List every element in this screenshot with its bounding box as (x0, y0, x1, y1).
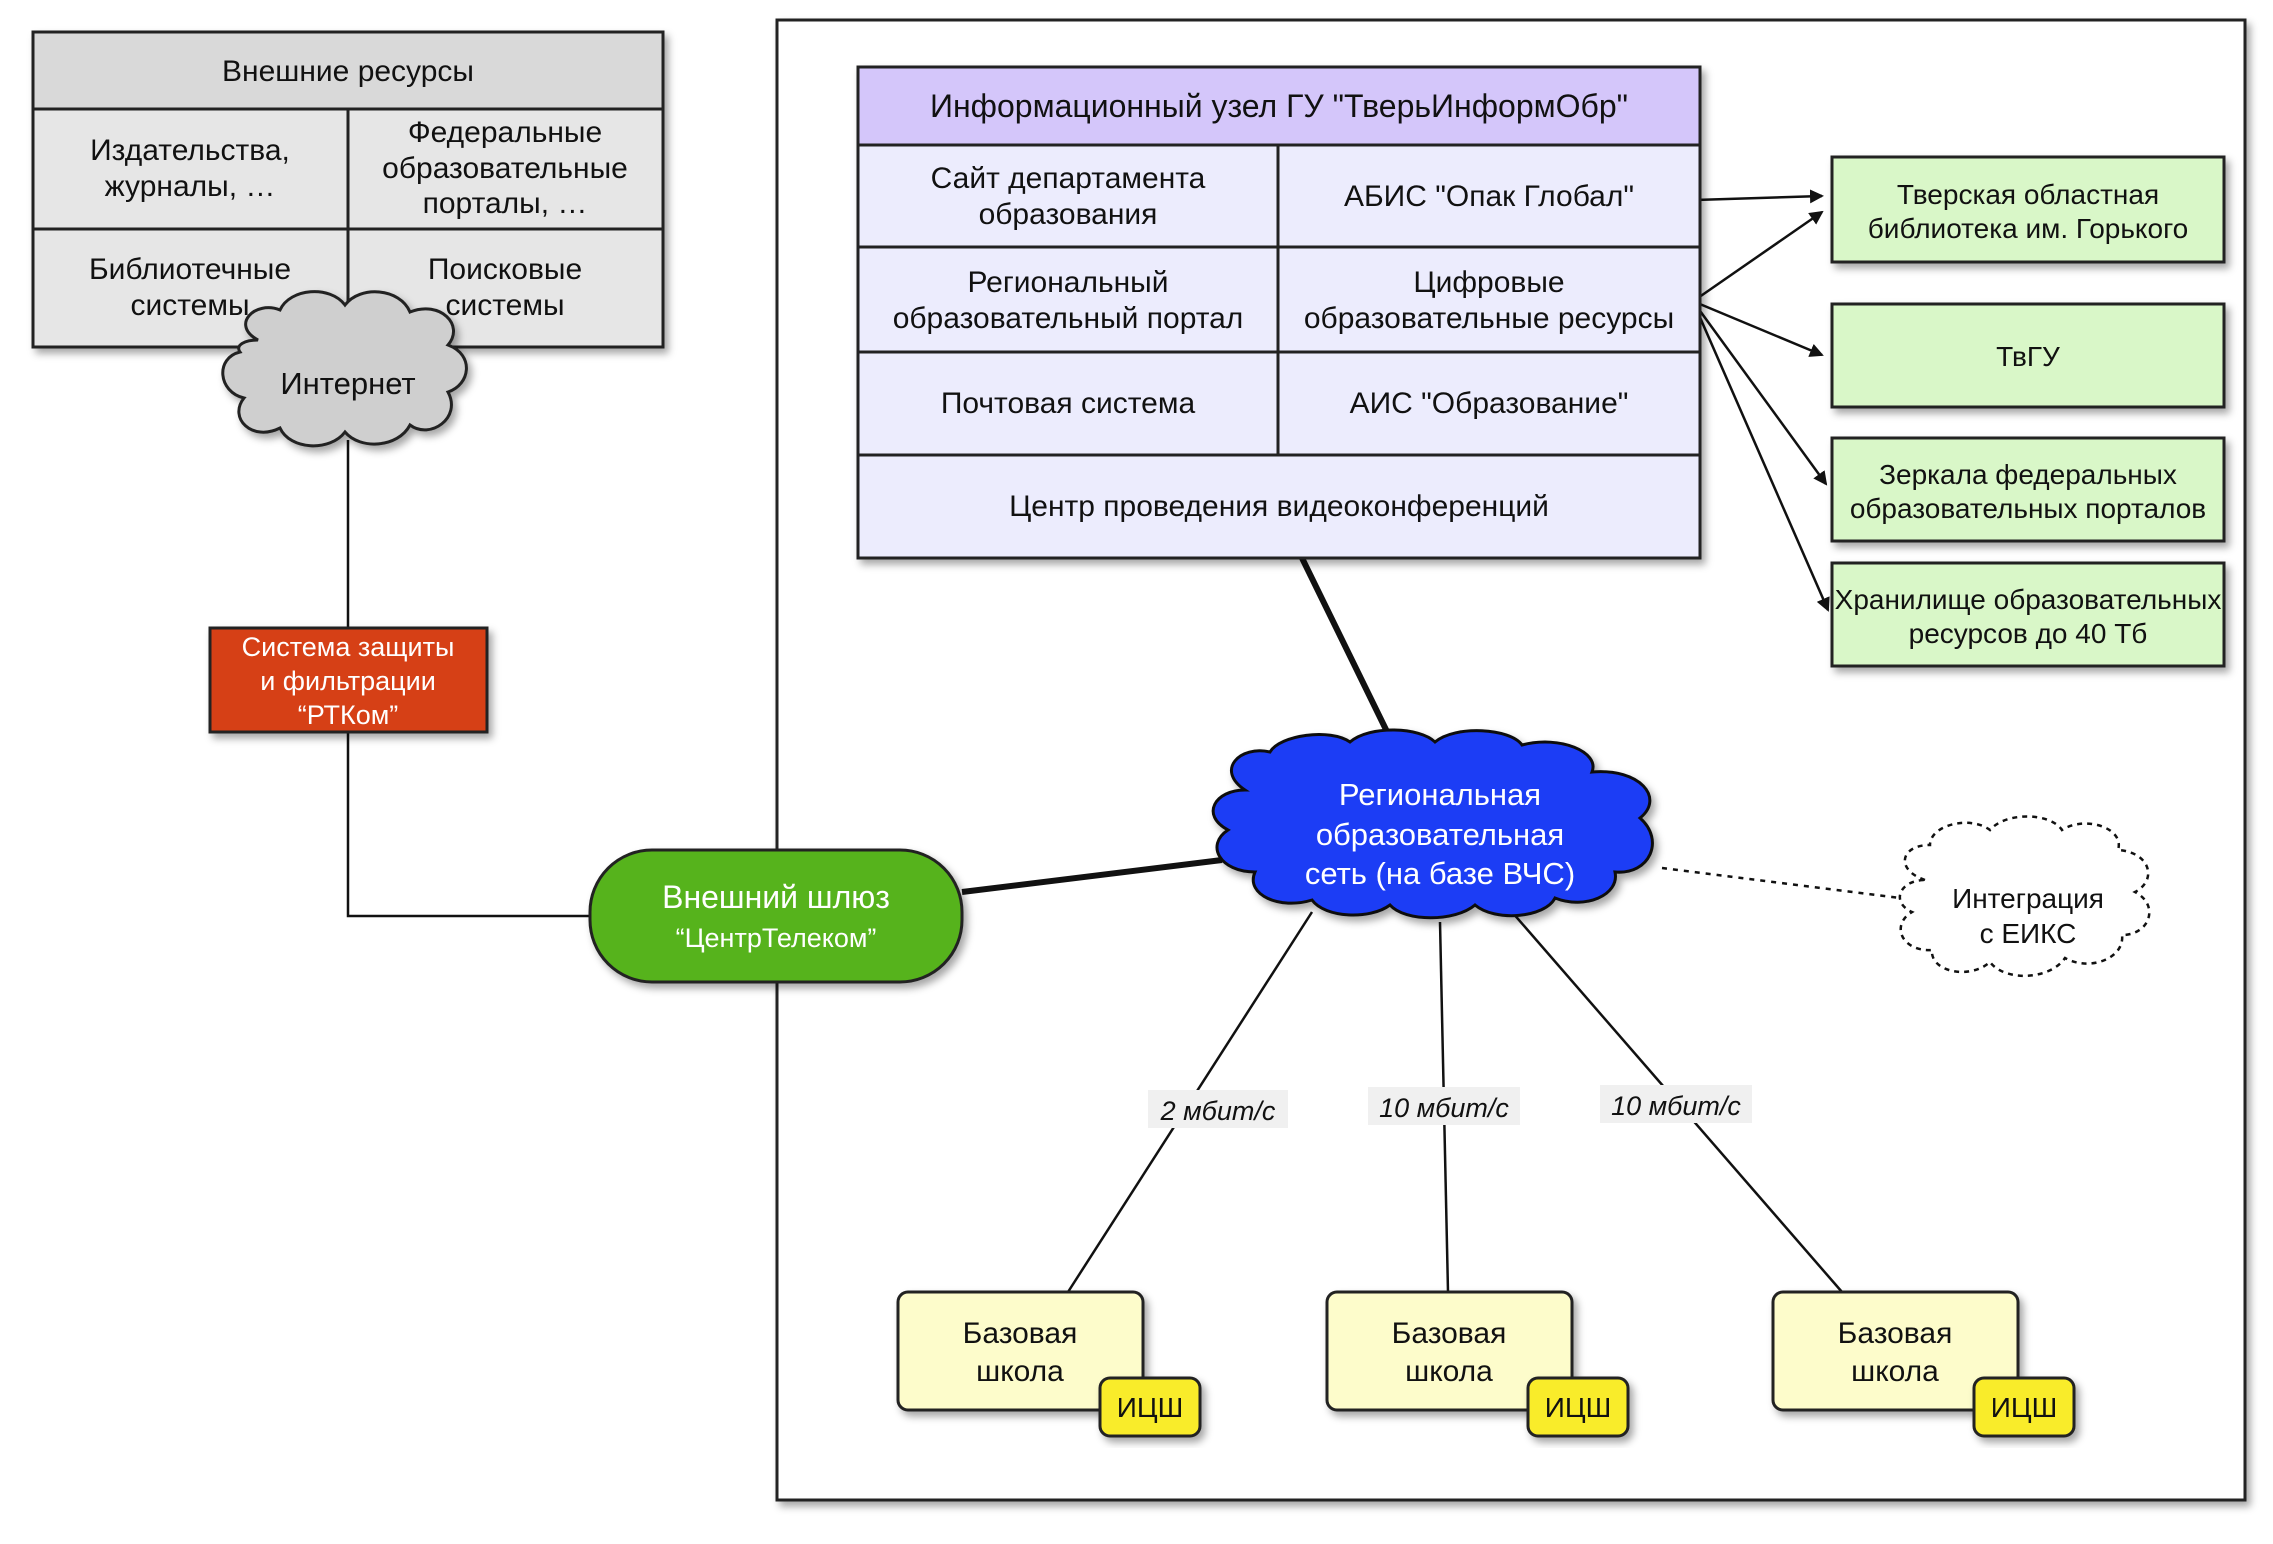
network-line-1: Региональная (1339, 777, 1541, 812)
eiks-line-1: Интеграция (1952, 883, 2104, 914)
federal-portals-line-2: образовательные (382, 152, 628, 185)
search-systems-line-2: системы (445, 289, 564, 322)
library-systems-line-2: системы (130, 289, 249, 322)
gateway-subtitle: “ЦентрТелеком” (676, 923, 877, 953)
information-node-title: Информационный узел ГУ "ТверьИнформОбр" (930, 88, 1628, 124)
network-line-3: сеть (на базе ВЧС) (1305, 856, 1575, 891)
information-node-table (856, 65, 1702, 560)
bandwidth-label-1: 2 мбит/с (1160, 1096, 1276, 1126)
firewall-line-2: и фильтрации (260, 666, 436, 696)
bandwidth-label-3-bg (1600, 1085, 1752, 1123)
school-3-line-1: Базовая (1838, 1317, 1953, 1350)
tvgu-label: ТвГУ (1996, 341, 2060, 372)
federal-portals-line-3: порталы, … (423, 187, 588, 220)
school-3-line-2: школа (1851, 1355, 1939, 1388)
school-1-badge: ИЦШ (1117, 1392, 1184, 1423)
target-boxes (1830, 155, 2226, 668)
gateway-to-network-line (961, 857, 1223, 895)
eiks-line-2: с ЕИКС (1980, 918, 2077, 949)
gateway-title: Внешний шлюз (662, 879, 890, 915)
regional-portal-line-2: образовательный портал (893, 302, 1244, 335)
network-line-2: образовательная (1316, 817, 1564, 852)
digital-to-library-arrow (1694, 210, 1824, 302)
school-2-badge: ИЦШ (1545, 1392, 1612, 1423)
federal-mirrors-line-2: образовательных порталов (1850, 493, 2206, 524)
regional-portal-line-1: Региональный (967, 266, 1168, 299)
bandwidth-label-2: 10 мбит/с (1379, 1093, 1509, 1123)
external-resources-title: Внешние ресурсы (222, 55, 474, 88)
library-systems-line-1: Библиотечные (89, 253, 291, 286)
bandwidth-label-1-bg (1148, 1090, 1288, 1128)
digital-to-storage-arrow (1693, 305, 1830, 612)
digital-to-tvgu-arrow (1694, 300, 1824, 357)
federal-portals-line-1: Федеральные (408, 116, 602, 149)
publishers-line-2: журналы, … (105, 170, 276, 203)
school-2: Базовая школа ИЦШ (1325, 1290, 1630, 1438)
node-to-network-line (1299, 556, 1398, 750)
firewall-box (208, 626, 489, 734)
regional-library-line-1: Тверская областная (1897, 179, 2159, 210)
eiks-cloud (1898, 815, 2151, 977)
firewall-to-gateway-line (346, 730, 590, 918)
search-systems-line-1: Поисковые (428, 253, 582, 286)
regional-network-cloud (1211, 728, 1654, 920)
digital-resources-line-1: Цифровые (1413, 266, 1564, 299)
internet-cloud (221, 290, 468, 448)
publishers-line-1: Издательства, (90, 134, 290, 167)
network-to-eiks-line (1661, 866, 1901, 900)
storage-line-2: ресурсов до 40 Тб (1909, 618, 2148, 649)
external-gateway (588, 848, 964, 984)
school-1-line-1: Базовая (963, 1317, 1078, 1350)
school-3-badge: ИЦШ (1991, 1392, 2058, 1423)
school-1-line-2: школа (976, 1355, 1064, 1388)
storage-line-1: Хранилище образовательных (1835, 584, 2222, 615)
digital-to-mirrors-arrow (1693, 303, 1828, 486)
abis-to-library-arrow (1694, 189, 1824, 204)
firewall-line-1: Система защиты (242, 632, 455, 662)
regional-library-line-2: библиотека им. Горького (1868, 213, 2188, 244)
mail-system-cell: Почтовая система (941, 387, 1196, 420)
firewall-line-3: “РТКом” (298, 700, 399, 730)
department-site-line-2: образования (979, 198, 1158, 231)
federal-mirrors-line-1: Зеркала федеральных (1879, 459, 2177, 490)
school-3: Базовая школа ИЦШ (1771, 1290, 2076, 1438)
ais-education-cell: АИС "Образование" (1350, 387, 1629, 420)
digital-resources-line-2: образовательные ресурсы (1304, 302, 1674, 335)
department-site-line-1: Сайт департамента (931, 162, 1206, 195)
school-2-line-2: школа (1405, 1355, 1493, 1388)
internet-label: Интернет (280, 366, 415, 401)
school-2-line-1: Базовая (1392, 1317, 1507, 1350)
school-1: Базовая школа ИЦШ (896, 1290, 1202, 1438)
bandwidth-label-2-bg (1368, 1087, 1520, 1125)
bandwidth-label-3: 10 мбит/с (1611, 1091, 1741, 1121)
abis-cell: АБИС "Опак Глобал" (1344, 180, 1634, 213)
external-resources-table (31, 30, 665, 349)
video-conference-cell: Центр проведения видеоконференций (1009, 490, 1549, 523)
